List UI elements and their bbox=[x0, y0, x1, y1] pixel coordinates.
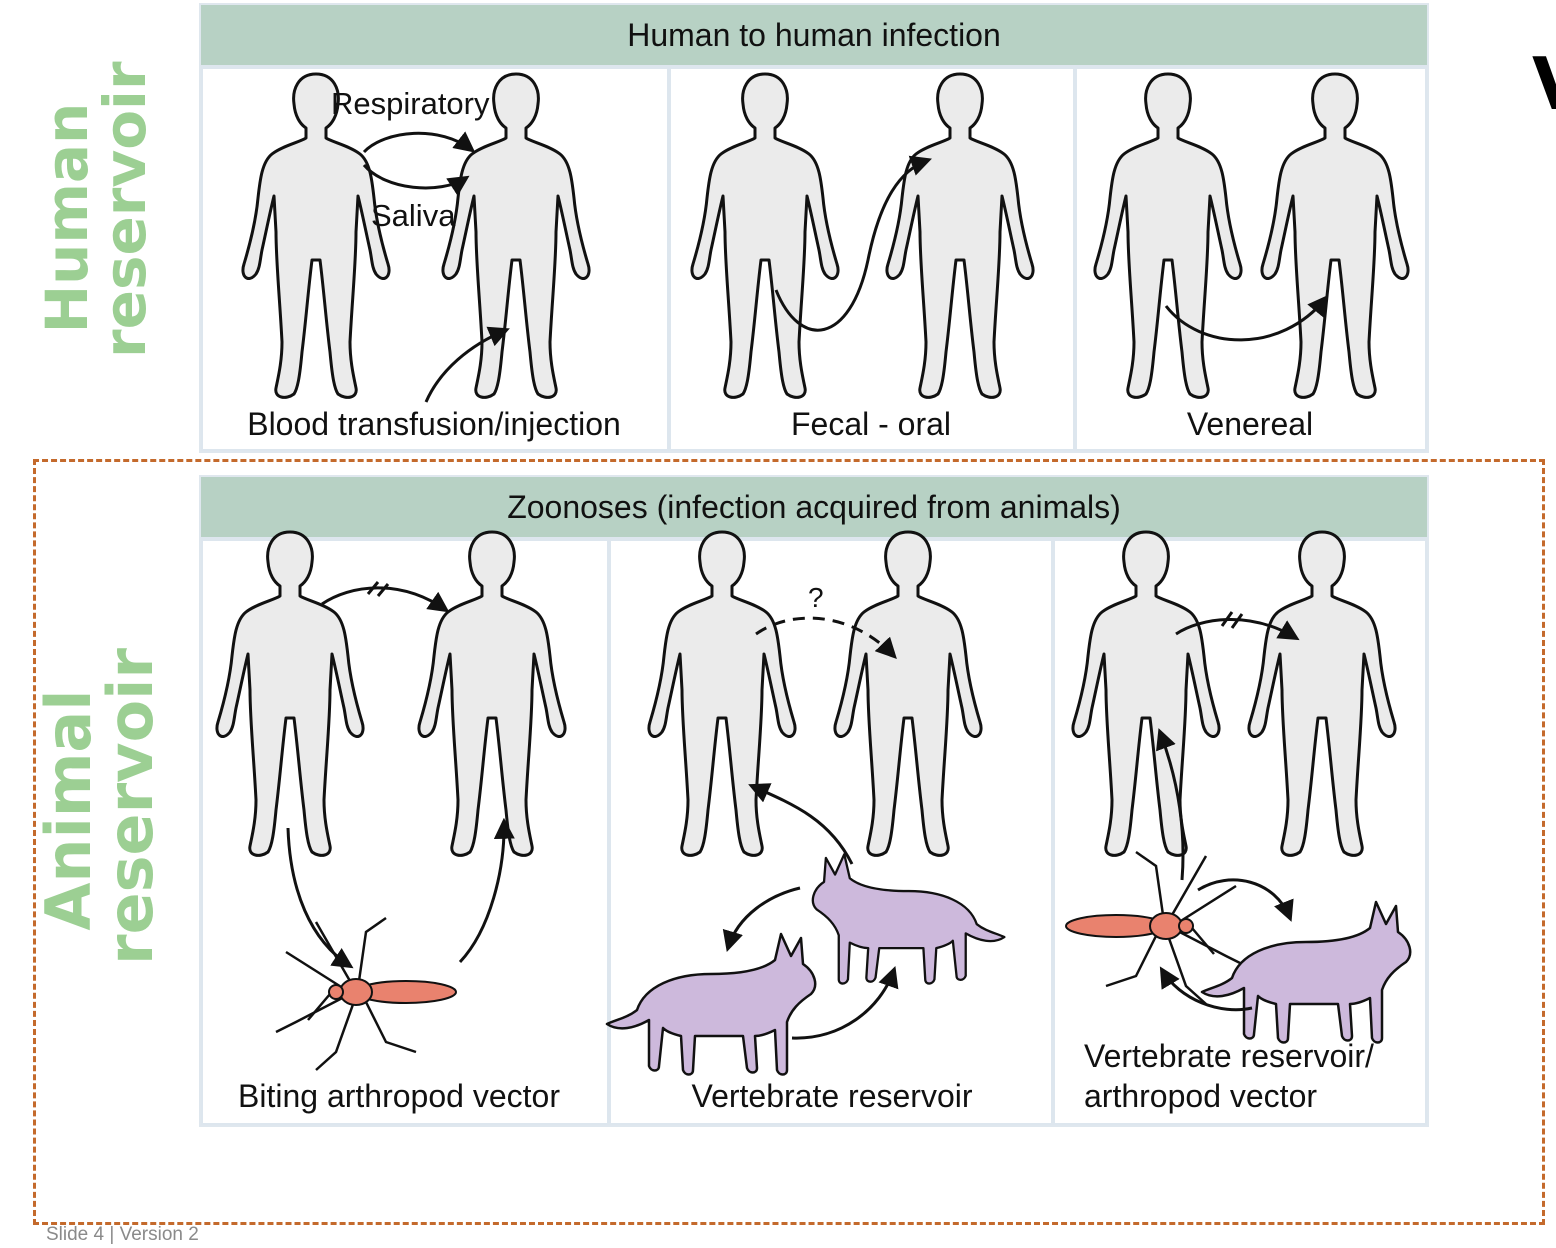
person-icon bbox=[241, 72, 391, 399]
uncertain-transmission-arrow bbox=[755, 616, 897, 660]
animal-to-animal-return-arrow bbox=[791, 966, 899, 1040]
vertebrate-arthropod-label-line-2: arthropod vector bbox=[1084, 1078, 1318, 1114]
person-icon bbox=[885, 72, 1035, 399]
vertebrate-reservoir-label: Vertebrate reservoir bbox=[691, 1078, 973, 1114]
person-icon bbox=[441, 72, 591, 399]
human-to-vector-arrow bbox=[286, 827, 354, 969]
fecal-oral-arrow bbox=[774, 155, 932, 332]
vertebrate-arthropod-label-line-1: Vertebrate reservoir/ bbox=[1084, 1038, 1374, 1074]
blood-transfusion-arrow bbox=[424, 326, 510, 403]
human-human-blocked-arrow bbox=[321, 586, 450, 613]
respiratory-annotation: Respiratory bbox=[331, 86, 490, 121]
vector-to-human-arrow bbox=[1156, 728, 1185, 881]
saliva-annotation: Saliva bbox=[371, 198, 456, 233]
venereal-label: Venereal bbox=[1186, 406, 1314, 442]
animal-to-vector-arrow bbox=[1159, 966, 1253, 1012]
biting-arthropod-label: Biting arthropod vector bbox=[238, 1078, 560, 1114]
edge-letter: V bbox=[1532, 42, 1556, 126]
venereal-arrow bbox=[1164, 294, 1329, 342]
zoonoses-panel-title: Zoonoses (infection acquired from animal… bbox=[201, 477, 1427, 537]
person-icon bbox=[1093, 72, 1243, 399]
animal-to-human-arrow bbox=[748, 783, 854, 865]
human-panel-title: Human to human infection bbox=[201, 5, 1427, 65]
vector-to-human-arrow bbox=[458, 817, 515, 964]
blocked-mark-icon bbox=[1220, 611, 1244, 629]
blood-transfusion-label: Blood transfusion/injection bbox=[247, 406, 621, 442]
fecal-oral-label: Fecal - oral bbox=[790, 406, 952, 442]
saliva-arrow bbox=[362, 163, 470, 196]
respiratory-arrow bbox=[362, 131, 476, 154]
vector-to-animal-arrow bbox=[1197, 878, 1294, 922]
blocked-mark-icon bbox=[366, 581, 390, 597]
animal-to-animal-arrow bbox=[722, 886, 801, 953]
slide-footer: Slide 4 | Version 2 bbox=[46, 1224, 199, 1245]
person-icon bbox=[690, 72, 840, 399]
animal-reservoir-border bbox=[33, 459, 1545, 1225]
uncertain-annotation: ? bbox=[808, 582, 824, 613]
person-icon bbox=[1260, 72, 1410, 399]
